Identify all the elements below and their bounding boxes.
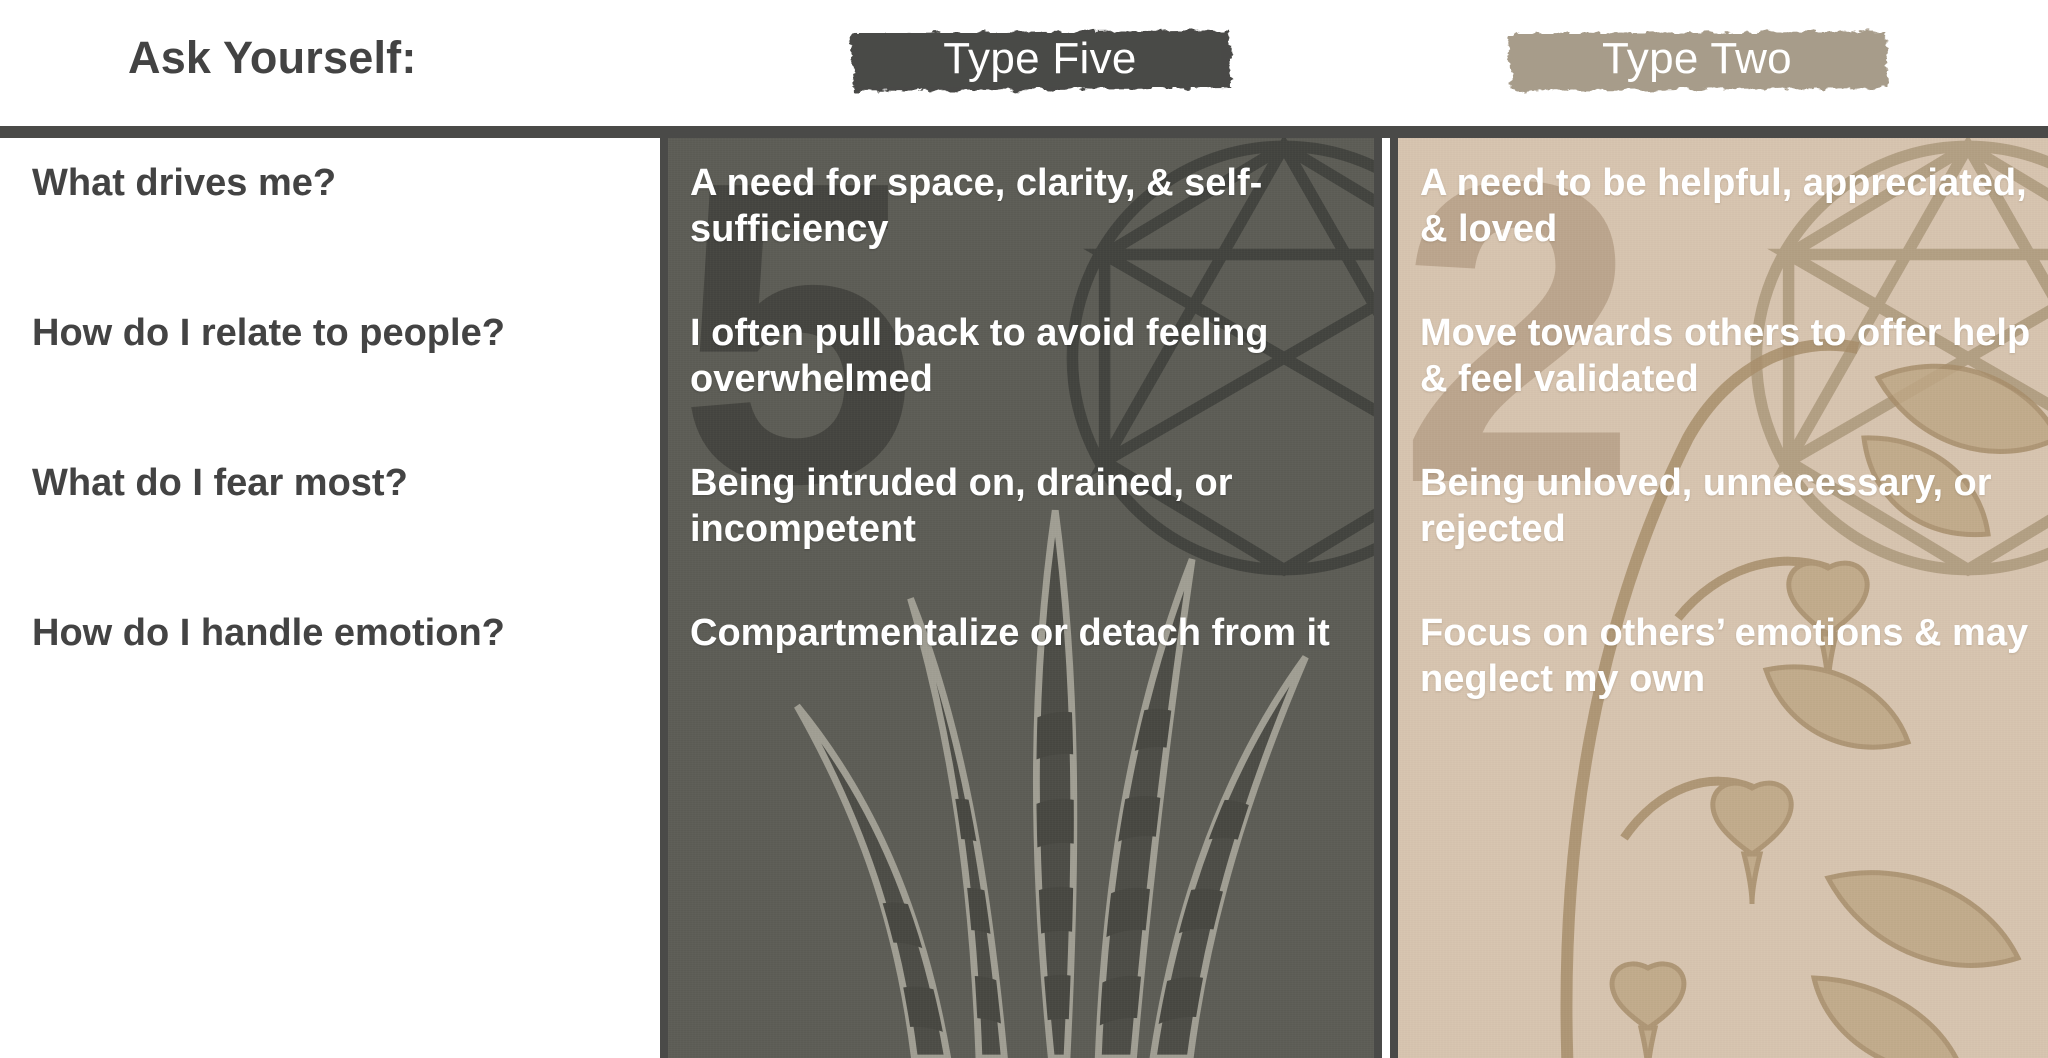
- page-title: Ask Yourself:: [128, 32, 417, 83]
- brush-stroke-icon: [1508, 31, 1888, 91]
- answer-text: A need for space, clarity, & self-suffic…: [690, 162, 1263, 251]
- table-row: How do I relate to people?: [32, 310, 650, 460]
- question-label: How do I relate to people?: [32, 312, 505, 354]
- table-row: What do I fear most?: [32, 460, 650, 610]
- table-row: Move towards others to offer help & feel…: [1420, 310, 2048, 460]
- table-row: I often pull back to avoid feeling overw…: [690, 310, 1374, 460]
- question-label: How do I handle emotion?: [32, 612, 505, 654]
- question-rows: What drives me? How do I relate to peopl…: [0, 138, 660, 1058]
- table-row: A need to be helpful, appreciated, & lov…: [1420, 160, 2048, 310]
- brush-stroke-icon: [851, 30, 1231, 91]
- table-row: How do I handle emotion?: [32, 610, 650, 760]
- header-divider: [0, 126, 2048, 138]
- question-label: What do I fear most?: [32, 462, 408, 504]
- column-questions: What drives me? How do I relate to peopl…: [0, 138, 660, 1058]
- table-row: Being intruded on, drained, or incompete…: [690, 460, 1374, 610]
- answer-text: Being intruded on, drained, or incompete…: [690, 462, 1233, 551]
- column-type-two: 2: [1390, 138, 2048, 1058]
- badge-label: Type Five: [943, 34, 1137, 83]
- answer-text: A need to be helpful, appreciated, & lov…: [1420, 162, 2027, 251]
- answer-text: Compartmentalize or detach from it: [690, 612, 1330, 654]
- badge-type-five: Type Five: [845, 24, 1235, 96]
- answer-text: I often pull back to avoid feeling overw…: [690, 312, 1269, 401]
- table-row: A need for space, clarity, & self-suffic…: [690, 160, 1374, 310]
- question-label: What drives me?: [32, 162, 337, 204]
- table-row: Compartmentalize or detach from it: [690, 610, 1374, 760]
- answer-text: Move towards others to offer help & feel…: [1420, 312, 2031, 401]
- table-row: Focus on others’ emotions & may neglect …: [1420, 610, 2048, 760]
- answer-text: Being unloved, unnecessary, or rejected: [1420, 462, 1992, 551]
- type-two-rows: A need to be helpful, appreciated, & lov…: [1398, 138, 2048, 1058]
- table-row: Being unloved, unnecessary, or rejected: [1420, 460, 2048, 610]
- type-five-rows: A need for space, clarity, & self-suffic…: [668, 138, 1374, 1058]
- badge-type-two: Type Two: [1502, 24, 1892, 96]
- answer-text: Focus on others’ emotions & may neglect …: [1420, 612, 2029, 701]
- column-type-five: 5: [660, 138, 1382, 1058]
- table-row: What drives me?: [32, 160, 650, 310]
- badge-label: Type Two: [1602, 34, 1792, 83]
